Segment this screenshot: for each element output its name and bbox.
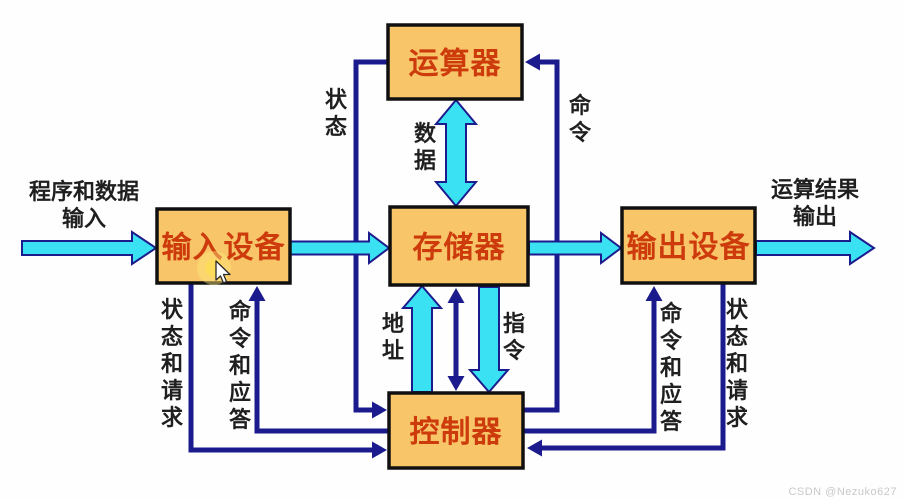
memory-to-output-arrow	[528, 231, 623, 265]
node-label-control: 控制器	[410, 416, 503, 449]
watermark: CSDN @Nezuko627	[788, 486, 897, 498]
data-label: 数 据	[413, 121, 437, 173]
arrowhead-status-alu-to-control	[372, 401, 387, 419]
node-alu	[386, 23, 524, 101]
node-label-input: 输入设备	[162, 231, 286, 265]
arrowhead-output-status-request-line	[527, 439, 542, 457]
program-data-input-label: 程序和数据 输入	[28, 179, 140, 231]
node-memory	[388, 205, 530, 287]
arrowhead-memory-control-link	[447, 376, 465, 391]
signal-line-status-alu-to-control	[353, 59, 389, 413]
signal-line-control-command-reply-left	[254, 299, 389, 434]
status-request-left-label: 状 态 和 请 求	[160, 297, 184, 430]
address-arrow	[400, 284, 444, 393]
arrowhead-input-status-request-line	[372, 441, 387, 459]
instruction-label: 指 令	[502, 311, 526, 363]
arrowhead-command-control-to-alu	[525, 53, 540, 71]
command-reply-right-label: 命 令 和 应 答	[659, 301, 683, 434]
signal-line-control-command-reply-right	[523, 299, 657, 434]
data-bus-arrow	[433, 98, 479, 208]
arrowhead-memory-control-link	[447, 288, 465, 303]
result-output-label: 运算结果 输出	[770, 177, 860, 229]
command-reply-left-label: 命 令 和 应 答	[228, 299, 252, 432]
arrowhead-control-command-reply-left	[248, 286, 266, 301]
signal-line-input-status-request-line	[188, 284, 374, 453]
node-control	[387, 391, 525, 470]
instruction-arrow	[467, 286, 511, 394]
arrowhead-control-command-reply-right	[645, 286, 663, 301]
address-label: 地 址	[381, 311, 405, 363]
node-output	[620, 206, 757, 285]
status-top-label: 状 态	[324, 87, 348, 139]
node-label-alu: 运算器	[409, 47, 502, 81]
mouse-cursor-icon	[215, 260, 231, 284]
command-top-label: 命 令	[568, 93, 592, 145]
status-request-right-label: 状 态 和 请 求	[725, 297, 749, 430]
result-output-arrow	[755, 230, 876, 266]
node-label-memory: 存储器	[413, 232, 506, 265]
signal-line-output-status-request-line	[540, 284, 726, 451]
signal-line-command-control-to-alu	[523, 59, 560, 413]
input-to-memory-arrow	[289, 231, 391, 265]
program-input-arrow	[21, 230, 158, 266]
node-label-output: 输出设备	[627, 230, 751, 264]
